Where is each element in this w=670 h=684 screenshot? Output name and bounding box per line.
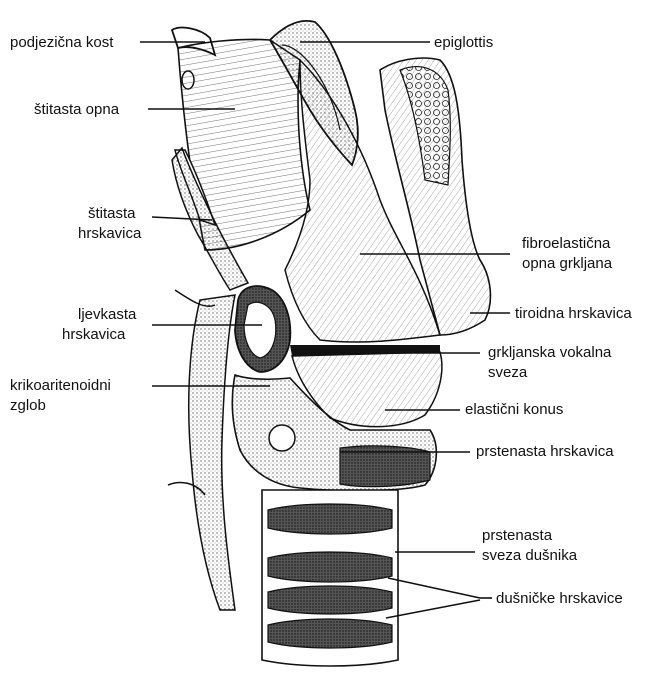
tracheal-ring [268, 619, 392, 648]
label-ring-ligament-line1: prstenasta [482, 526, 552, 545]
label-cricoid: prstenasta hrskavica [476, 442, 614, 461]
label-fibroelastic-line1: fibroelastična [522, 234, 610, 253]
tracheal-ring [268, 586, 392, 614]
label-arytenoid-line1: ljevkasta [78, 305, 136, 324]
arytenoid-cartilage [235, 286, 290, 372]
label-vocal-line2: sveza [488, 363, 527, 382]
label-arytenoid-line2: hrskavica [62, 325, 125, 344]
tracheal-ring [268, 504, 392, 534]
label-ring-ligament-line2: sveza dušnika [482, 546, 577, 565]
label-thyrohyoid-membrane: štitasta opna [34, 100, 119, 119]
posterior-wall [168, 290, 235, 610]
label-tracheal-cartilages: dušničke hrskavice [496, 589, 623, 608]
label-tiroidna: tiroidna hrskavica [515, 304, 632, 323]
label-epiglottis: epiglottis [434, 33, 493, 52]
label-fibroelastic-line2: opna grkljana [522, 254, 612, 273]
leader-tracheal-2 [386, 600, 480, 618]
label-vocal-line1: grkljanska vokalna [488, 343, 611, 362]
label-thyroid-cartilage-line2: hrskavica [78, 224, 141, 243]
label-cricoarytenoid-line2: zglob [10, 396, 46, 415]
tracheal-ring [268, 552, 392, 582]
label-cricoarytenoid-line1: krikoaritenoidni [10, 376, 111, 395]
label-hyoid: podjezična kost [10, 33, 113, 52]
label-thyroid-cartilage-line1: štitasta [88, 204, 136, 223]
label-conus: elastični konus [465, 400, 563, 419]
leader-tracheal-1 [388, 578, 480, 598]
